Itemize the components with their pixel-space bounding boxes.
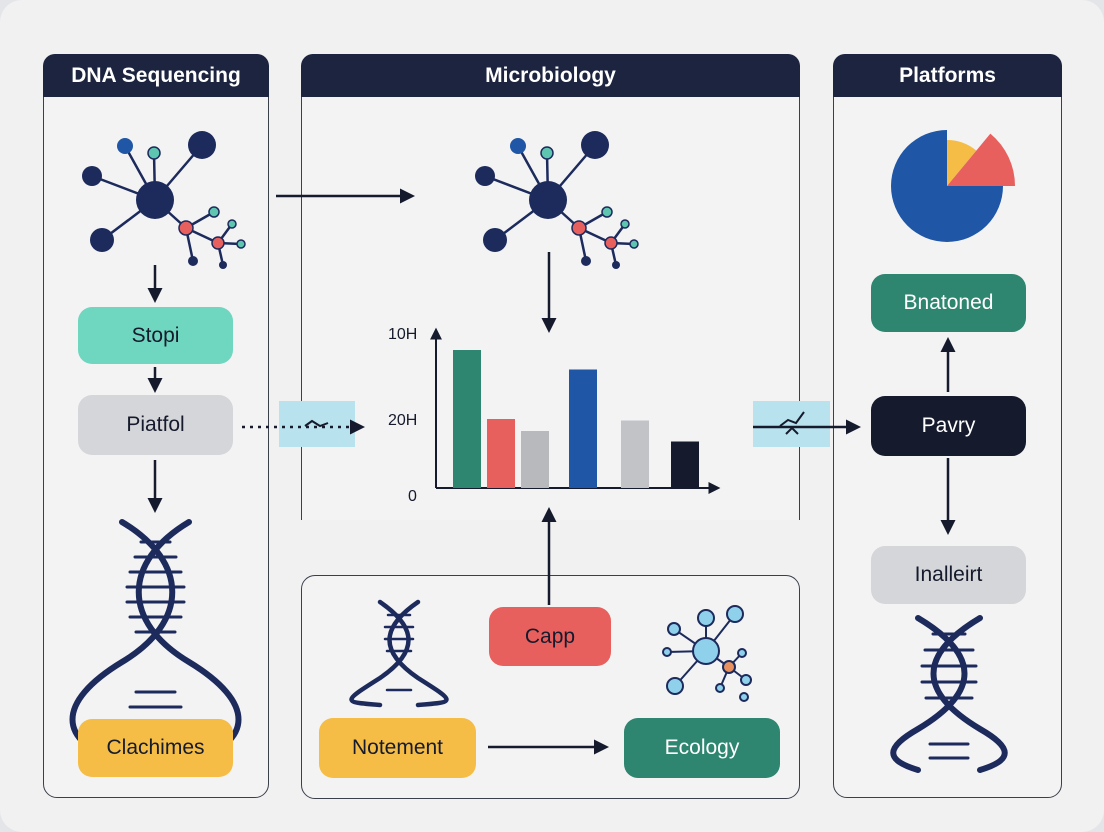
molecule-network-icon [82,131,246,269]
stopi-node[interactable]: Stopi [78,307,233,364]
chart-bar-6 [671,441,699,488]
pie-chart [891,130,1015,242]
pie-slice-2 [947,140,977,186]
signal-connector-right [753,401,861,447]
y-tick-label: 0 [408,488,417,505]
inalleirt-node[interactable]: Inalleirt [871,546,1026,604]
clachimes-node[interactable]: Clachimes [78,719,233,777]
chart-bar-2 [487,419,515,488]
dna-sequencing-title: DNA Sequencing [43,54,269,97]
ecology-node[interactable]: Ecology [624,718,780,778]
dna-helix-icon-right [890,615,1008,773]
pie-slice-3 [947,133,1015,186]
pavry-node[interactable]: Pavry [871,396,1026,456]
platforms-title: Platforms [833,54,1062,97]
bnatoned-node[interactable]: Bnatoned [871,274,1026,332]
piatfol-node[interactable]: Piatfol [78,395,233,455]
chart-bar-4 [569,369,597,488]
microbiology-title: Microbiology [301,54,800,97]
molecule-network-icon-2 [475,131,639,269]
y-tick-label: 20H [388,412,418,429]
dna-helix-icon-middle [349,599,449,708]
cell-network-icon [662,605,752,702]
notement-node[interactable]: Notement [319,718,476,778]
capp-node[interactable]: Capp [489,607,611,666]
bar-chart [430,327,721,494]
y-tick-label: 10H [388,326,418,343]
chart-bar-5 [621,420,649,488]
chart-bar-3 [521,431,549,488]
dotted-connector-left [242,401,365,447]
chart-bar-1 [453,350,481,488]
microbiology-panel: Microbiology [301,54,800,520]
